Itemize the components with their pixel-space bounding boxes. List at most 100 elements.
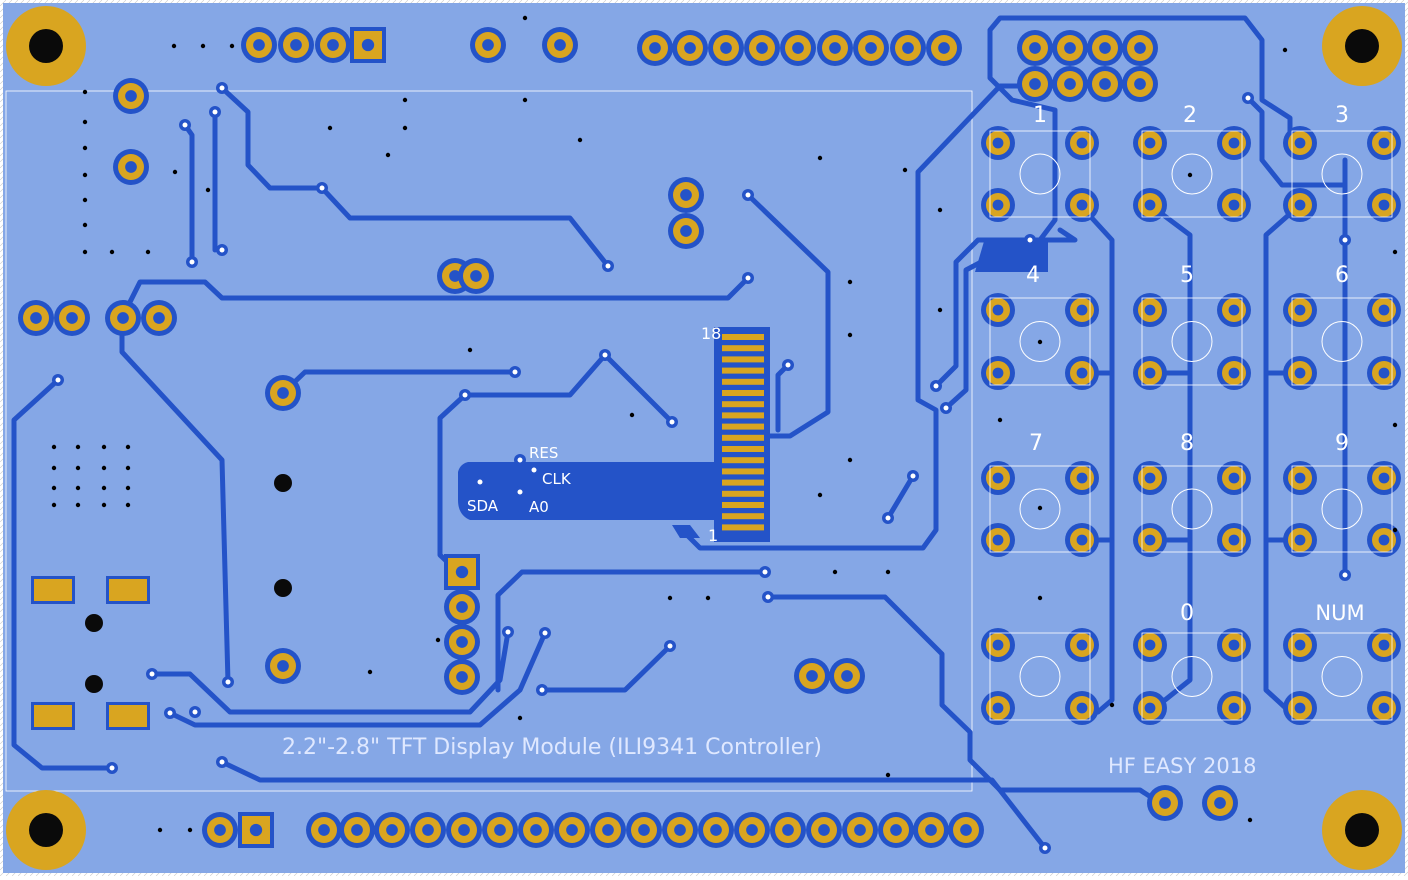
key-outline	[989, 465, 1091, 553]
pad-hole	[992, 639, 1004, 651]
pad-hole	[214, 824, 226, 836]
pad-hole	[1029, 78, 1041, 90]
pad-hole	[456, 601, 468, 613]
drill-hole	[274, 579, 292, 597]
via-hole	[765, 594, 771, 600]
key-circle	[1321, 153, 1363, 195]
pad-hole	[710, 824, 722, 836]
drill-dot	[125, 465, 131, 471]
drill-dot	[667, 595, 673, 601]
pad-hole	[992, 472, 1004, 484]
via-hole	[933, 383, 939, 389]
key-circle	[1171, 488, 1213, 530]
pad-hole	[1378, 702, 1390, 714]
pad-hole	[253, 39, 265, 51]
copper-fill-area	[672, 525, 700, 538]
drill-dot	[75, 444, 81, 450]
pad-hole	[249, 823, 263, 837]
display-outline	[5, 90, 973, 792]
pad-hole	[1064, 42, 1076, 54]
drill-dot	[629, 412, 635, 418]
pad-hole	[1228, 304, 1240, 316]
pad-hole	[566, 824, 578, 836]
pad-hole	[1076, 534, 1088, 546]
pad-hole	[602, 824, 614, 836]
key-label-6: 6	[1335, 263, 1349, 288]
fpc-finger	[722, 434, 764, 441]
pad-hole	[992, 137, 1004, 149]
via-hole	[319, 185, 325, 191]
pad-hole	[684, 42, 696, 54]
drill-dot	[435, 637, 441, 643]
drill-dot	[997, 417, 1003, 423]
drill-dot	[82, 89, 88, 95]
pad-hole	[902, 42, 914, 54]
key-label-0: 0	[1180, 601, 1194, 626]
pad-hole	[1294, 304, 1306, 316]
pad-hole	[756, 42, 768, 54]
signal-label-a0: A0	[529, 498, 549, 516]
key-outline	[1291, 465, 1393, 553]
drill-dot	[1109, 702, 1115, 708]
drill-dot	[125, 485, 131, 491]
pad-hole	[1029, 42, 1041, 54]
drill-dot	[1187, 172, 1193, 178]
drill-dot	[51, 465, 57, 471]
drill-dot	[82, 249, 88, 255]
pad-hole	[854, 824, 866, 836]
drill-dot	[885, 569, 891, 575]
fpc-finger	[722, 401, 764, 408]
drill-dot	[705, 595, 711, 601]
pad-hole	[1076, 472, 1088, 484]
pad-hole	[890, 824, 902, 836]
pad-hole	[1099, 78, 1111, 90]
drill-dot	[467, 347, 473, 353]
fpc-finger	[722, 412, 764, 419]
fpc-pin-last-label: 18	[701, 324, 721, 343]
drill-dot	[1037, 595, 1043, 601]
key-outline	[989, 632, 1091, 721]
board-title: 2.2"-2.8" TFT Display Module (ILI9341 Co…	[282, 735, 822, 760]
drill-dot	[402, 125, 408, 131]
pad-hole	[1378, 137, 1390, 149]
via-hole	[462, 392, 468, 398]
pad-hole	[1294, 137, 1306, 149]
fpc-finger	[722, 479, 764, 486]
key-outline	[989, 297, 1091, 386]
key-circle	[1171, 321, 1213, 362]
via-hole	[192, 709, 198, 715]
drill-dot	[229, 43, 235, 49]
drill-dot	[385, 152, 391, 158]
drill-dot	[187, 827, 193, 833]
key-outline	[1291, 297, 1393, 386]
drill-dot	[82, 145, 88, 151]
smd-pad	[34, 579, 72, 601]
pad-hole	[1144, 534, 1156, 546]
pad-hole	[1144, 472, 1156, 484]
drill-dot	[101, 485, 107, 491]
pad-hole	[1228, 534, 1240, 546]
drill-dot	[82, 222, 88, 228]
pad-hole	[66, 312, 78, 324]
pad-hole	[470, 270, 482, 282]
board-credit: HF EASY 2018	[1108, 754, 1256, 778]
pad-hole	[456, 671, 468, 683]
key-outline	[1141, 297, 1243, 386]
drill-dot	[902, 167, 908, 173]
drill-dot	[327, 125, 333, 131]
copper-fill-area	[975, 238, 1048, 272]
drill-dot	[109, 249, 115, 255]
drill-dot	[145, 249, 151, 255]
pad-hole	[277, 387, 289, 399]
pad-hole	[318, 824, 330, 836]
pad-hole	[818, 824, 830, 836]
key-label-9: 9	[1335, 431, 1349, 456]
drill-hole	[85, 675, 103, 693]
pad-hole	[277, 660, 289, 672]
vias	[51, 15, 1398, 854]
copper-trace	[677, 83, 1038, 551]
drill-dot	[82, 119, 88, 125]
drill-dot	[101, 465, 107, 471]
copper-trace	[11, 377, 115, 771]
drill-dot	[51, 444, 57, 450]
